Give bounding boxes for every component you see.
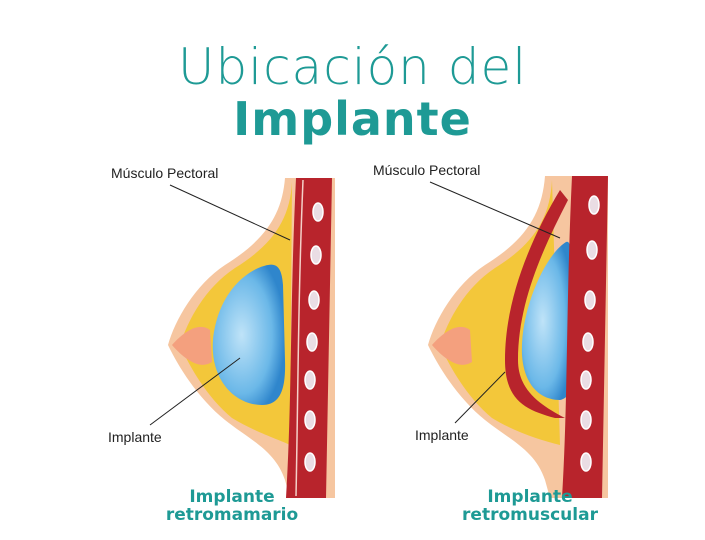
rib-icons xyxy=(304,202,324,472)
breast-diagram-retromuscular xyxy=(428,176,608,498)
right-caption: Implante retromuscular xyxy=(430,488,630,524)
title-line1: Ubicación del xyxy=(177,38,528,96)
title-line2: Implante xyxy=(233,92,472,146)
left-caption-line1: Implante xyxy=(189,487,275,507)
right-muscle-label: Músculo Pectoral xyxy=(373,162,481,178)
rib-icons xyxy=(580,195,600,472)
left-implant-label: Implante xyxy=(108,429,162,445)
breast-diagram-retromamario xyxy=(149,178,335,498)
left-caption: Implante retromamario xyxy=(132,488,332,524)
pectoral-muscle-front xyxy=(505,190,568,418)
implant xyxy=(521,241,575,400)
left-caption-line2: retromamario xyxy=(165,505,299,525)
implant xyxy=(212,264,286,405)
right-caption-line1: Implante xyxy=(487,487,573,507)
right-implant-label: Implante xyxy=(415,427,469,443)
glands xyxy=(172,326,212,365)
glands xyxy=(432,326,472,365)
right-caption-line2: retromuscular xyxy=(462,505,598,525)
left-muscle-label: Músculo Pectoral xyxy=(111,165,219,181)
